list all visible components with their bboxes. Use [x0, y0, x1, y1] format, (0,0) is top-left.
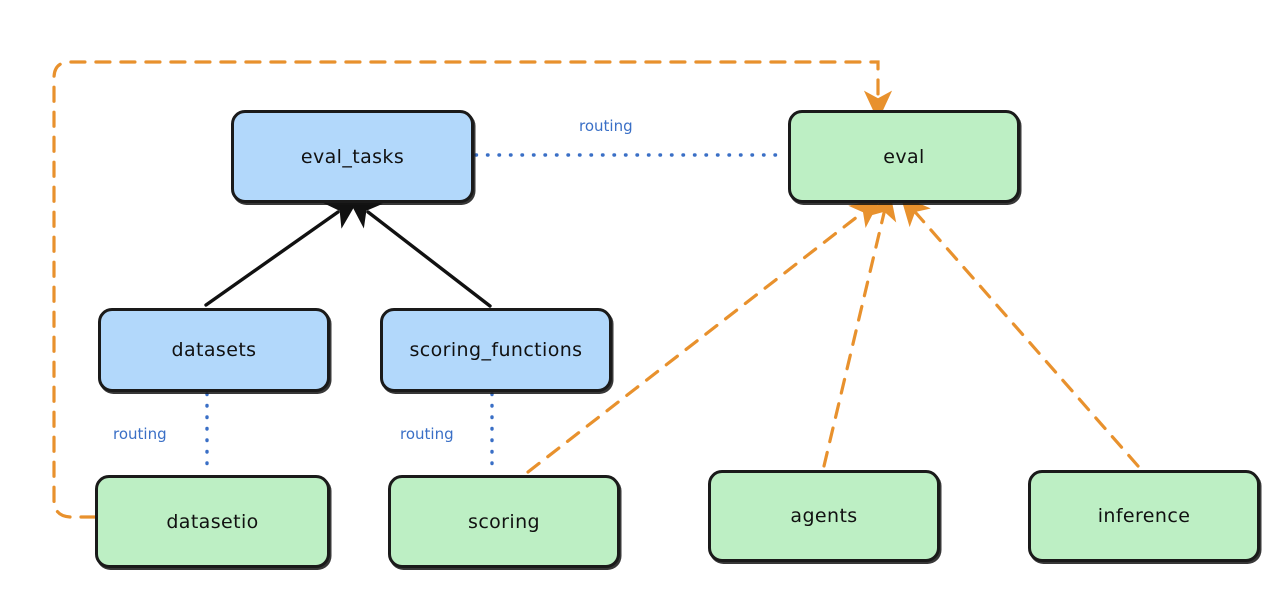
edge-label-routing-scoring: routing — [400, 425, 454, 443]
node-datasetio[interactable]: datasetio — [95, 475, 330, 568]
node-inference[interactable]: inference — [1028, 470, 1260, 562]
node-eval-label: eval — [883, 145, 925, 168]
node-scoring-functions[interactable]: scoring_functions — [380, 308, 612, 392]
node-inference-label: inference — [1097, 505, 1191, 527]
node-datasets-label: datasets — [171, 339, 257, 361]
edge-label-routing-datasets: routing — [113, 425, 167, 443]
node-datasetio-label: datasetio — [166, 510, 259, 533]
edge-label-routing-eval-tasks: routing — [579, 117, 633, 135]
edge-inference-to-eval — [900, 194, 1140, 468]
node-scoring-label: scoring — [468, 510, 540, 533]
edge-datasetio-to-eval — [52, 60, 893, 519]
edge-scoring-to-eval — [526, 198, 881, 474]
node-agents-label: agents — [790, 505, 858, 527]
edge-scoring-functions-to-eval-tasks — [346, 195, 492, 308]
node-agents[interactable]: agents — [708, 470, 940, 562]
node-eval[interactable]: eval — [788, 110, 1020, 203]
node-eval-tasks-label: eval_tasks — [300, 145, 405, 168]
node-scoring[interactable]: scoring — [388, 475, 620, 568]
node-datasets[interactable]: datasets — [98, 308, 330, 392]
node-eval-tasks[interactable]: eval_tasks — [231, 110, 474, 203]
edge-agents-to-eval — [822, 189, 897, 468]
edge-datasets-to-eval-tasks — [204, 196, 361, 307]
node-scoring-functions-label: scoring_functions — [409, 339, 583, 361]
